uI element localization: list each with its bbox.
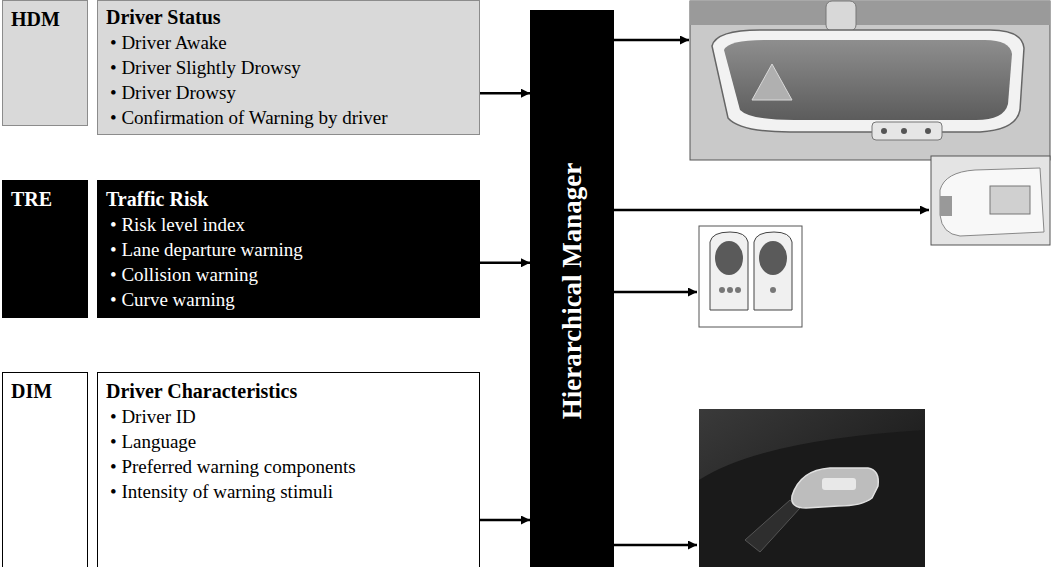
box-heading: DIM [11,379,79,404]
bullet-item: • Intensity of warning stimuli [106,479,471,504]
box-heading: Driver Characteristics [106,379,471,404]
module-tag: TRE [2,180,88,318]
input-arrow [480,519,530,522]
box-heading: TRE [11,187,79,212]
bullet-item: • Collision warning [106,262,471,287]
gear-lever-photo [699,409,925,567]
module-tag: HDM [2,0,88,126]
module-tag: DIM [2,372,88,567]
device-photo [931,156,1050,245]
output-arrow [614,209,929,212]
box-heading: Traffic Risk [106,187,471,212]
input-arrow [480,92,530,95]
box-heading: Driver Status [106,5,471,30]
characteristics-box: Driver Characteristics• Driver ID• Langu… [97,372,480,567]
bullet-item: • Driver ID [106,404,471,429]
bullet-item: • Language [106,429,471,454]
output-arrow [614,39,689,42]
bullet-item: • Driver Slightly Drowsy [106,55,471,80]
output-arrow [614,291,697,294]
bullet-item: • Lane departure warning [106,237,471,262]
bullet-item: • Risk level index [106,212,471,237]
input-arrow [480,262,530,265]
bullet-item: • Driver Drowsy [106,80,471,105]
bullet-item: • Preferred warning components [106,454,471,479]
status-box: Driver Status• Driver Awake• Driver Slig… [97,0,480,135]
manager-label: Hierarchical Manager [560,163,585,420]
bullet-item: • Driver Awake [106,30,471,55]
bullet-item: • Confirmation of Warning by driver [106,105,471,130]
output-arrow [614,544,697,547]
mirror-photo [690,1,1050,160]
speakers-photo [699,226,802,327]
manager-bar: Hierarchical Manager [530,10,614,567]
risk-box: Traffic Risk• Risk level index• Lane dep… [97,180,480,318]
bullet-item: • Curve warning [106,287,471,312]
box-heading: HDM [11,7,79,32]
